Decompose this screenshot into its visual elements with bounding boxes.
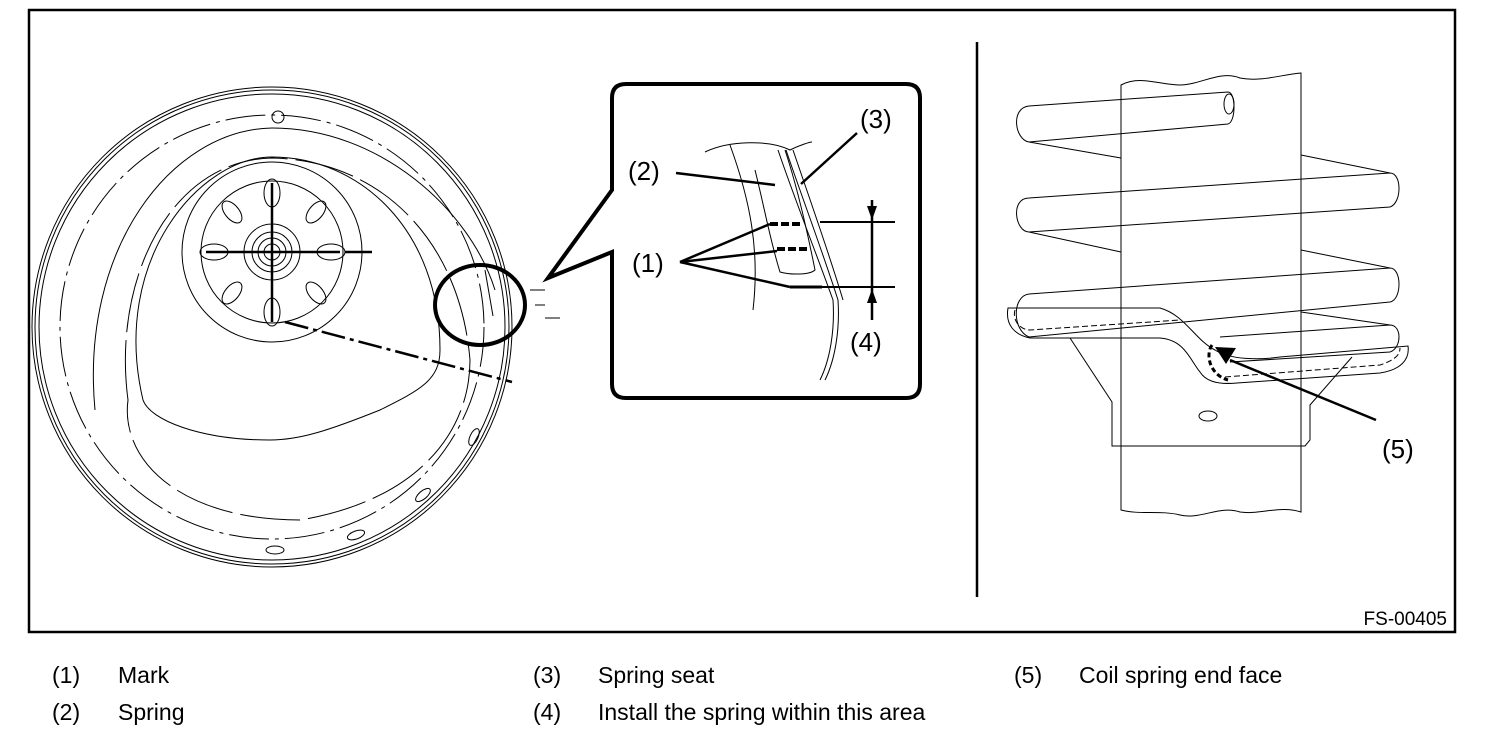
callout-box bbox=[542, 82, 922, 400]
legend: (1) Mark (2) Spring (3) Spring seat (4) … bbox=[0, 655, 1504, 735]
legend-text: Install the spring within this area bbox=[598, 699, 926, 725]
legend-text: Mark bbox=[118, 662, 170, 688]
reference-line bbox=[284, 320, 513, 384]
legend-text: Spring bbox=[118, 699, 185, 725]
callout-label-5: (5) bbox=[1382, 434, 1414, 464]
spring-seat bbox=[1006, 307, 1409, 384]
callout-label-1: (1) bbox=[632, 248, 664, 278]
legend-num: (4) bbox=[533, 699, 562, 725]
legend-num: (3) bbox=[533, 662, 562, 688]
legend-text: Spring seat bbox=[598, 662, 715, 688]
coil-spring-side-view bbox=[1006, 72, 1409, 517]
callout-label-2: (2) bbox=[628, 156, 660, 186]
detail-callout bbox=[542, 82, 922, 400]
figure-code: FS-00405 bbox=[1364, 609, 1447, 630]
legend-num: (2) bbox=[52, 699, 81, 725]
callout-label-3: (3) bbox=[860, 104, 892, 134]
legend-text: Coil spring end face bbox=[1079, 662, 1283, 688]
figure-frame bbox=[27, 8, 1457, 634]
figure: (2) (3) (1) (4) (5) FS-00405 bbox=[27, 8, 1457, 634]
legend-num: (1) bbox=[52, 662, 81, 688]
callout-label-4: (4) bbox=[850, 327, 882, 357]
detail-highlight-circle bbox=[433, 263, 527, 347]
rim-holes bbox=[265, 428, 480, 555]
leader-5 bbox=[1229, 358, 1377, 422]
spring-seat-top-view bbox=[31, 86, 560, 568]
legend-num: (5) bbox=[1014, 662, 1043, 688]
center-crosshair bbox=[206, 183, 372, 322]
end-face-mark bbox=[1207, 344, 1229, 382]
strut-body bbox=[1120, 72, 1302, 517]
